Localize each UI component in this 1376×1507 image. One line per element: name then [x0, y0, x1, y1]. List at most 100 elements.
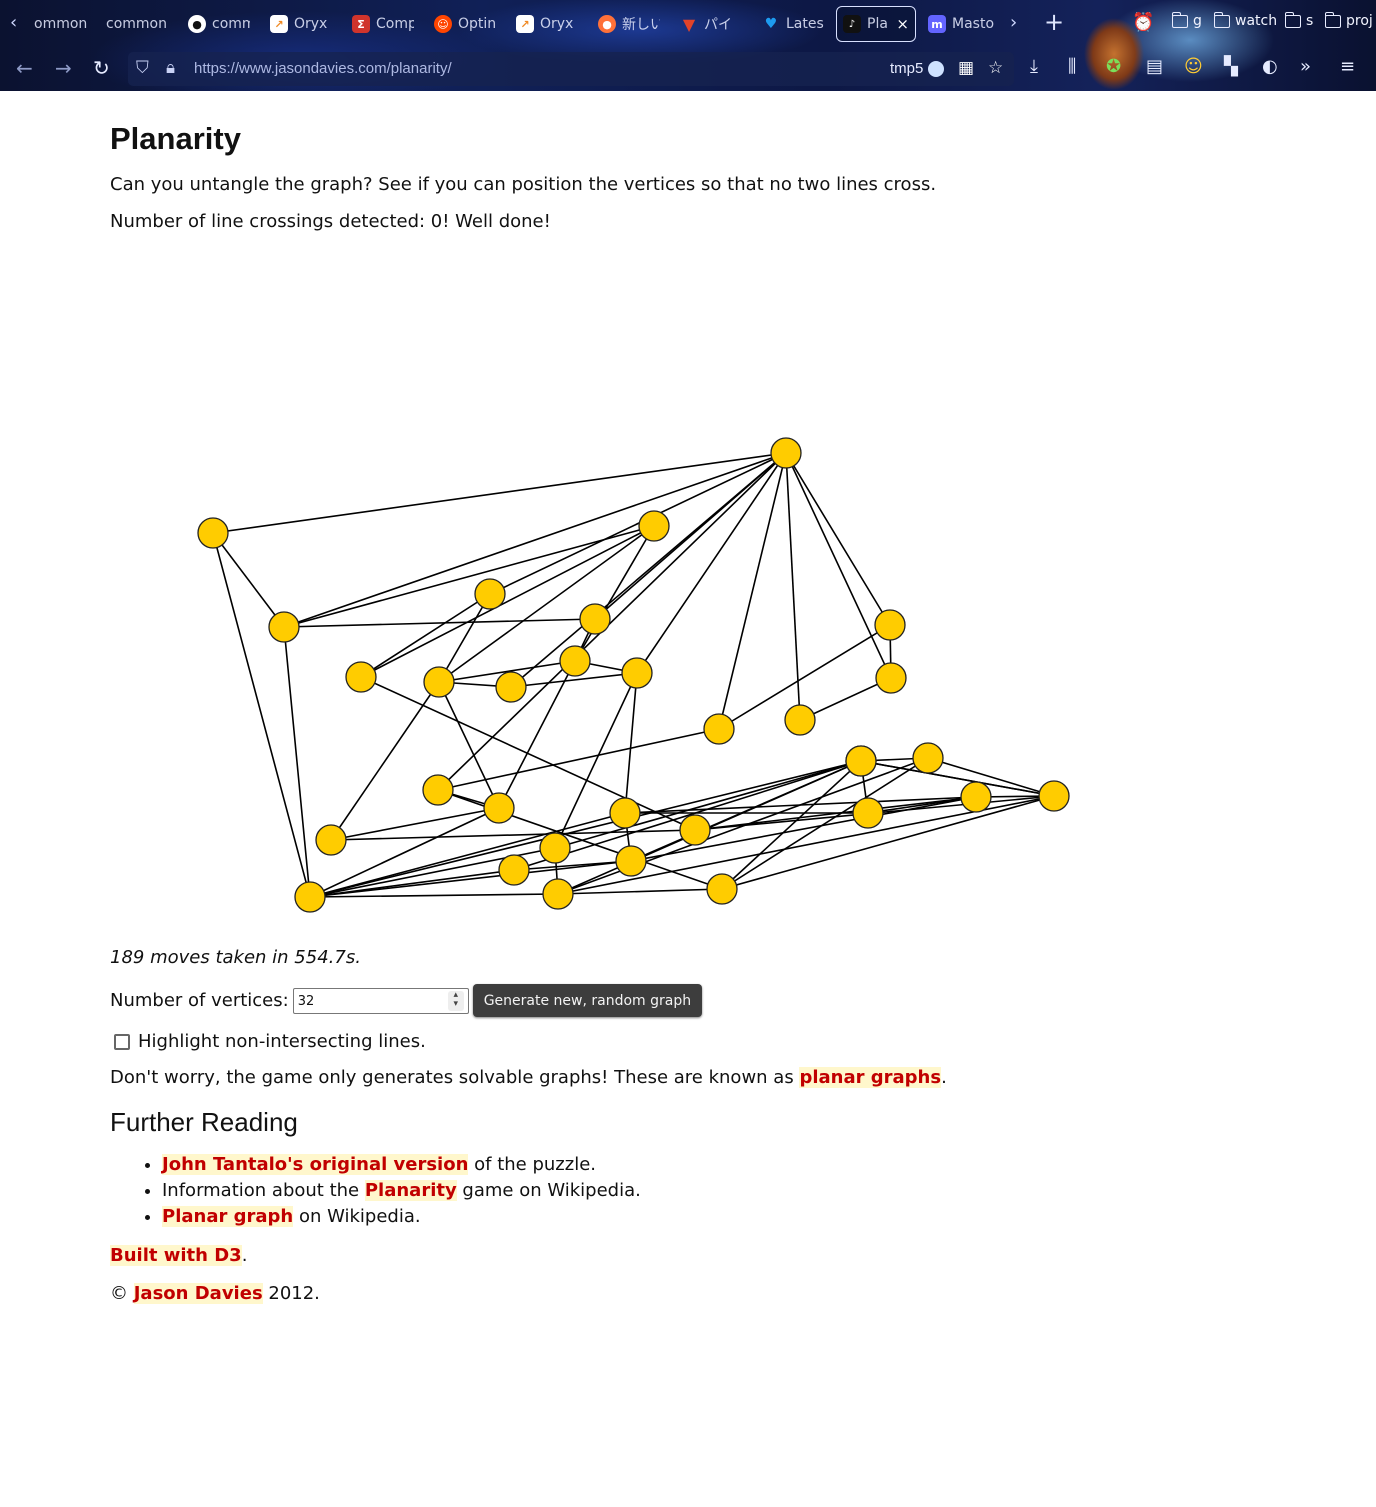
moves-stats: 189 moves taken in 554.7s.	[110, 947, 361, 968]
extension-star-icon[interactable]: ✪	[1106, 56, 1122, 77]
graph-vertex[interactable]	[621, 657, 653, 689]
list-item: John Tantalo's original version of the p…	[162, 1152, 641, 1178]
gitlab-icon: ▼	[682, 14, 696, 34]
tab-new[interactable]: ● 新しい	[592, 6, 666, 42]
tab-github[interactable]: ● comm	[182, 6, 256, 42]
graph-vertex[interactable]	[423, 666, 455, 698]
d3-link[interactable]: Built with D3	[110, 1245, 242, 1266]
url-text[interactable]: https://www.jasondavies.com/planarity/	[194, 60, 452, 77]
folder-icon	[1213, 11, 1230, 28]
graph-edge	[498, 660, 576, 809]
graph-vertex[interactable]	[542, 878, 574, 910]
tab-label: Pla	[867, 16, 888, 32]
close-tab-icon[interactable]: ×	[896, 15, 909, 33]
graph-vertex[interactable]	[703, 713, 735, 745]
tabs-scroll-right-icon[interactable]: ›	[1010, 12, 1018, 33]
downloads-icon[interactable]: ⤓	[1030, 56, 1038, 77]
oryx-icon: ↗	[270, 15, 288, 33]
graph-vertex[interactable]	[960, 781, 992, 813]
bookmark-proj[interactable]: proj	[1324, 11, 1373, 29]
hamburger-menu-icon[interactable]: ≡	[1340, 56, 1356, 77]
new-tab-icon[interactable]: +	[1044, 8, 1065, 36]
copyright-symbol: ©	[110, 1283, 134, 1304]
library-icon[interactable]: ⫼	[1068, 56, 1077, 77]
solvable-note: Don't worry, the game only generates sol…	[110, 1067, 947, 1088]
theme-fox-image	[1076, 8, 1150, 90]
tab-commons-2[interactable]: common	[100, 6, 176, 42]
graph-vertex[interactable]	[539, 832, 571, 864]
bookmark-label: g	[1193, 13, 1202, 29]
lock-icon[interactable]: 🔒︎	[166, 58, 176, 78]
graph-vertex[interactable]	[422, 774, 454, 806]
planarity-graph[interactable]	[110, 91, 1290, 951]
tab-planarity-active[interactable]: ♪ Pla ×	[836, 6, 916, 42]
graph-vertex[interactable]	[609, 797, 641, 829]
graph-vertex[interactable]	[579, 603, 611, 635]
planarity-wikipedia-link[interactable]: Planarity	[364, 1180, 457, 1201]
blocker-icon[interactable]: ◐	[1262, 56, 1278, 77]
vertex-count-value: 32	[297, 993, 315, 1009]
graph-vertex[interactable]	[315, 824, 347, 856]
graph-vertex[interactable]	[874, 609, 906, 641]
note-text: Don't worry, the game only generates sol…	[110, 1067, 800, 1088]
tab-oryx-2[interactable]: ↗ Oryx	[510, 6, 584, 42]
qr-code-icon[interactable]: ▦	[958, 58, 975, 78]
graph-vertex[interactable]	[197, 517, 229, 549]
graph-vertex[interactable]	[852, 797, 884, 829]
graph-vertex[interactable]	[784, 704, 816, 736]
graph-vertex[interactable]	[1038, 780, 1070, 812]
vertex-count-input[interactable]: 32 ▴▾	[292, 987, 469, 1014]
highlight-option[interactable]: Highlight non-intersecting lines.	[114, 1031, 426, 1052]
bookmark-star-icon[interactable]: ☆	[988, 58, 1004, 78]
back-arrow-icon[interactable]: ←	[16, 56, 33, 80]
reload-icon[interactable]: ↻	[93, 56, 110, 80]
graph-edge	[437, 728, 720, 791]
reddit-icon: ☺	[434, 15, 452, 33]
planar-graphs-link[interactable]: planar graphs	[799, 1067, 942, 1088]
bookmark-label: s	[1306, 13, 1314, 29]
graph-vertex[interactable]	[912, 742, 944, 774]
graph-vertex[interactable]	[474, 578, 506, 610]
overflow-chevrons-icon[interactable]: »	[1300, 56, 1312, 77]
url-bar[interactable]: ⛉ 🔒︎ https://www.jasondavies.com/planari…	[128, 52, 1014, 86]
tab-mastodon[interactable]: m Masto	[922, 6, 1004, 42]
tab-twitter[interactable]: ♥ Latest	[756, 6, 830, 42]
tab-comp[interactable]: Σ Comp	[346, 6, 420, 42]
graph-vertex[interactable]	[679, 814, 711, 846]
bookmark-watch[interactable]: watch	[1213, 11, 1277, 29]
graph-vertex[interactable]	[770, 437, 802, 469]
vertex-count-row: Number of vertices: 32 ▴▾ Generate new, …	[110, 984, 703, 1017]
graph-vertex[interactable]	[483, 792, 515, 824]
bookmark-s[interactable]: s	[1284, 11, 1314, 29]
forward-arrow-icon[interactable]: →	[55, 56, 72, 80]
graph-vertex[interactable]	[706, 873, 738, 905]
tantalo-link[interactable]: John Tantalo's original version	[162, 1154, 469, 1175]
emoji-icon[interactable]: ☺	[1184, 56, 1203, 77]
alarm-clock-icon[interactable]: ⏰	[1132, 12, 1155, 33]
graph-vertex[interactable]	[875, 662, 907, 694]
generate-graph-button[interactable]: Generate new, random graph	[472, 984, 703, 1017]
extensions-grid-icon[interactable]: ▚	[1224, 56, 1238, 77]
graph-vertex[interactable]	[495, 671, 527, 703]
jason-davies-link[interactable]: Jason Davies	[133, 1283, 263, 1304]
tracking-shield-icon[interactable]: ⛉	[136, 58, 149, 78]
spinner-arrows-icon[interactable]: ▴▾	[447, 990, 464, 1011]
tab-oryx-1[interactable]: ↗ Oryx	[264, 6, 338, 42]
graph-vertex[interactable]	[638, 510, 670, 542]
reader-icon[interactable]: ▤	[1146, 56, 1164, 77]
graph-vertex[interactable]	[268, 611, 300, 643]
graph-vertex[interactable]	[615, 845, 647, 877]
graph-vertex[interactable]	[498, 854, 530, 886]
highlight-checkbox[interactable]	[114, 1033, 130, 1050]
tab-commons-1[interactable]: ommon	[28, 6, 94, 42]
graph-vertex[interactable]	[559, 645, 591, 677]
graph-vertex[interactable]	[845, 745, 877, 777]
tabs-scroll-left-icon[interactable]: ‹	[10, 12, 18, 33]
graph-edge	[927, 757, 1055, 797]
bookmark-g[interactable]: g	[1171, 11, 1202, 29]
tab-reddit[interactable]: ☺ Optin	[428, 6, 508, 42]
planar-graph-link[interactable]: Planar graph	[162, 1206, 294, 1227]
tab-gitlab[interactable]: ▼ パイ	[674, 6, 754, 42]
graph-vertex[interactable]	[294, 881, 326, 913]
graph-vertex[interactable]	[345, 661, 377, 693]
